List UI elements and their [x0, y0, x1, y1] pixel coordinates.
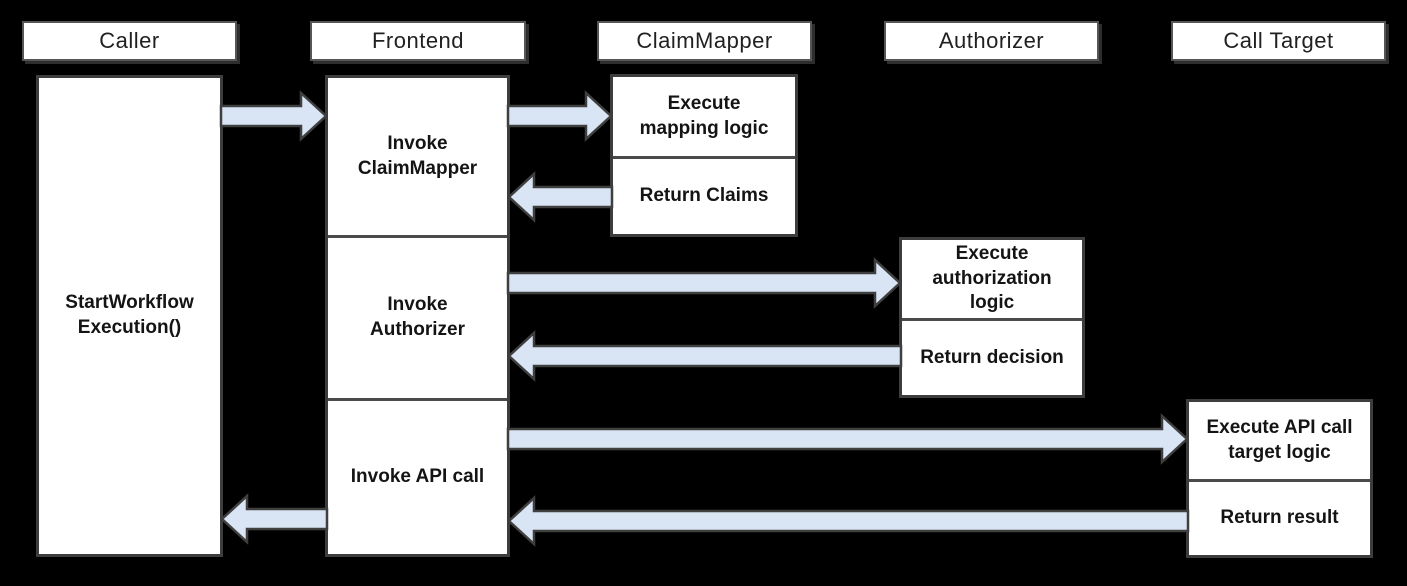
step-label: Execute authorization logic	[932, 243, 1052, 314]
step-label: Return decision	[920, 346, 1064, 368]
step-return-result: Return result	[1189, 479, 1370, 555]
step-label: Invoke Authorizer	[370, 294, 465, 340]
step-return-claims: Return Claims	[613, 156, 795, 234]
step-invoke-api-call: Invoke API call	[328, 398, 507, 554]
arrow-claimmapper-to-frontend-icon	[507, 171, 614, 223]
actor-label-caller: Caller	[99, 28, 160, 53]
actor-label-authorizer: Authorizer	[938, 28, 1045, 53]
step-label: Execute mapping logic	[639, 92, 769, 139]
actor-header-calltarget: Call Target	[1171, 21, 1386, 61]
actor-label-claimmapper: ClaimMapper	[636, 28, 773, 53]
step-label: Return result	[1220, 507, 1339, 529]
step-execute-mapping-logic: Execute mapping logic	[613, 77, 795, 156]
arrow-calltarget-to-frontend-icon	[507, 495, 1190, 547]
step-label: Invoke API call	[350, 466, 485, 488]
actor-label-calltarget: Call Target	[1223, 28, 1334, 53]
actor-label-frontend: Frontend	[371, 28, 465, 53]
arrow-frontend-to-calltarget-icon	[506, 413, 1189, 465]
step-label: Invoke ClaimMapper	[357, 132, 478, 179]
actor-header-authorizer: Authorizer	[884, 21, 1099, 61]
actor-header-claimmapper: ClaimMapper	[597, 21, 812, 61]
step-return-decision: Return decision	[902, 318, 1082, 395]
arrow-frontend-to-authorizer-icon	[506, 257, 902, 309]
step-invoke-claimmapper: Invoke ClaimMapper	[328, 78, 507, 235]
step-execute-api-call-target-logic: Execute API call target logic	[1189, 402, 1370, 479]
calltarget-activation-box: Execute API call target logic Return res…	[1186, 399, 1373, 558]
authorizer-activation-box: Execute authorization logic Return decis…	[899, 237, 1085, 398]
caller-activation-box: StartWorkflow Execution()	[36, 75, 223, 557]
step-invoke-authorizer: Invoke Authorizer	[328, 235, 507, 398]
actor-header-frontend: Frontend	[310, 21, 526, 61]
claimmapper-activation-box: Execute mapping logic Return Claims	[610, 74, 798, 237]
actor-header-caller: Caller	[22, 21, 237, 61]
step-start-workflow-execution: StartWorkflow Execution()	[39, 78, 220, 554]
arrow-authorizer-to-frontend-icon	[507, 330, 903, 382]
step-label: Execute API call target logic	[1206, 416, 1353, 463]
arrow-frontend-to-claimmapper-icon	[506, 90, 613, 142]
arrow-caller-to-frontend-icon	[219, 90, 328, 142]
arrow-frontend-to-caller-icon	[220, 493, 329, 545]
step-execute-authorization-logic: Execute authorization logic	[902, 240, 1082, 318]
frontend-activation-box: Invoke ClaimMapper Invoke Authorizer Inv…	[325, 75, 510, 557]
step-label: Return Claims	[639, 185, 769, 207]
step-label: StartWorkflow Execution()	[65, 292, 194, 338]
